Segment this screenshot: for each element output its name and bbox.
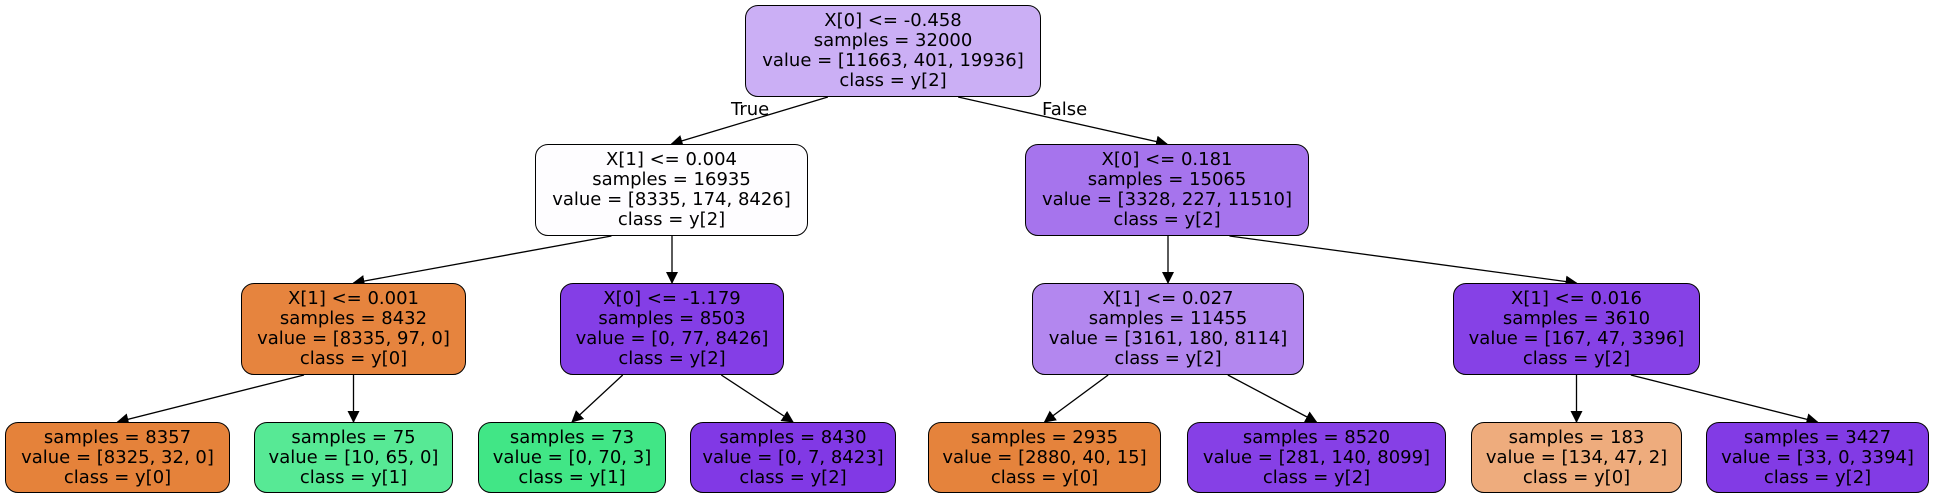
node-split-condition: X[0] <= -1.179: [603, 288, 741, 309]
tree-edge-n5-n7: [720, 374, 794, 423]
tree-leaf-4: samples = 75 value = [10, 65, 0] class =…: [254, 422, 453, 493]
node-split-condition: X[1] <= 0.016: [1511, 288, 1642, 309]
tree-edge-n1-n2: [352, 235, 612, 287]
tree-node-2: X[1] <= 0.001 samples = 8432 value = [83…: [241, 283, 466, 375]
node-class: class = y[0]: [63, 466, 172, 488]
node-class: class = y[2]: [739, 466, 847, 488]
node-value: value = [167, 47, 3396]: [1468, 328, 1685, 349]
node-class: class = y[2]: [617, 209, 726, 230]
tree-edge-n9-n11: [1227, 374, 1318, 423]
node-split-condition: X[1] <= 0.027: [1102, 288, 1234, 309]
node-split-condition: X[0] <= -0.458: [824, 10, 962, 31]
node-split-condition: X[1] <= 0.004: [606, 149, 737, 170]
node-split-condition: X[1] <= 0.001: [288, 288, 419, 309]
node-samples: samples = 3427: [1743, 426, 1892, 448]
node-samples: samples = 15065: [1087, 169, 1247, 190]
node-class: class = y[0]: [990, 466, 1099, 488]
node-samples: samples = 32000: [813, 30, 973, 51]
node-samples: samples = 8430: [719, 426, 867, 448]
node-samples: samples = 73: [509, 426, 635, 448]
node-samples: samples = 8432: [279, 308, 428, 329]
tree-node-root: X[0] <= -0.458 samples = 32000 value = […: [745, 5, 1041, 97]
node-class: class = y[1]: [518, 466, 626, 488]
tree-edge-n8-n12: [1229, 235, 1578, 288]
tree-edge-n5-n6: [571, 374, 624, 423]
node-value: value = [0, 70, 3]: [492, 446, 652, 468]
tree-node-9: X[1] <= 0.027 samples = 11455 value = [3…: [1032, 283, 1304, 375]
node-samples: samples = 75: [291, 426, 416, 448]
node-class: class = y[2]: [1763, 466, 1872, 488]
node-samples: samples = 2935: [970, 426, 1119, 448]
edge-label-true: True: [731, 99, 770, 120]
tree-edge-n0-n1: [670, 96, 829, 147]
node-class: class = y[2]: [1262, 466, 1371, 488]
node-samples: samples = 3610: [1502, 308, 1651, 329]
node-split-condition: X[0] <= 0.181: [1101, 149, 1233, 170]
node-value: value = [0, 77, 8426]: [575, 328, 769, 349]
node-class: class = y[2]: [1522, 348, 1631, 369]
node-class: class = y[2]: [1114, 348, 1222, 369]
node-samples: samples = 8520: [1242, 426, 1391, 448]
tree-leaf-3: samples = 8357 value = [8325, 32, 0] cla…: [5, 422, 230, 493]
node-class: class = y[2]: [839, 70, 947, 91]
node-class: class = y[0]: [299, 348, 408, 369]
node-value: value = [3328, 227, 11510]: [1041, 189, 1293, 210]
tree-node-1: X[1] <= 0.004 samples = 16935 value = [8…: [535, 144, 808, 236]
tree-node-5: X[0] <= -1.179 samples = 8503 value = [0…: [560, 283, 784, 375]
node-samples: samples = 183: [1508, 426, 1645, 448]
node-samples: samples = 11455: [1088, 308, 1248, 329]
node-value: value = [2880, 40, 15]: [942, 446, 1147, 468]
tree-edge-n9-n10: [1043, 374, 1109, 423]
node-value: value = [134, 47, 2]: [1485, 446, 1668, 468]
tree-node-12: X[1] <= 0.016 samples = 3610 value = [16…: [1453, 283, 1700, 375]
node-value: value = [11663, 401, 19936]: [762, 50, 1024, 71]
node-value: value = [10, 65, 0]: [268, 446, 439, 468]
node-samples: samples = 8503: [598, 308, 746, 329]
tree-edge-n2-n3: [116, 374, 305, 426]
tree-leaf-11: samples = 8520 value = [281, 140, 8099] …: [1187, 422, 1446, 493]
node-class: class = y[2]: [1113, 209, 1221, 230]
node-class: class = y[0]: [1522, 466, 1631, 488]
tree-leaf-7: samples = 8430 value = [0, 7, 8423] clas…: [690, 422, 896, 493]
node-samples: samples = 16935: [592, 169, 751, 190]
node-class: class = y[1]: [299, 466, 408, 488]
node-samples: samples = 8357: [43, 426, 192, 448]
tree-edge-n12-n14: [1630, 374, 1819, 426]
tree-leaf-13: samples = 183 value = [134, 47, 2] class…: [1471, 422, 1682, 493]
node-value: value = [3161, 180, 8114]: [1048, 328, 1288, 349]
node-value: value = [0, 7, 8423]: [702, 446, 884, 468]
node-value: value = [8325, 32, 0]: [21, 446, 214, 468]
node-value: value = [8335, 97, 0]: [257, 328, 450, 349]
node-class: class = y[2]: [618, 348, 726, 369]
tree-edge-n0-n8: [957, 96, 1168, 148]
node-value: value = [281, 140, 8099]: [1202, 446, 1431, 468]
edge-label-false: False: [1042, 99, 1088, 120]
tree-leaf-14: samples = 3427 value = [33, 0, 3394] cla…: [1706, 422, 1929, 493]
tree-node-8: X[0] <= 0.181 samples = 15065 value = [3…: [1025, 144, 1309, 236]
tree-leaf-6: samples = 73 value = [0, 70, 3] class = …: [478, 422, 666, 493]
node-value: value = [33, 0, 3394]: [1721, 446, 1914, 468]
node-value: value = [8335, 174, 8426]: [552, 189, 791, 210]
tree-leaf-10: samples = 2935 value = [2880, 40, 15] cl…: [928, 422, 1161, 493]
